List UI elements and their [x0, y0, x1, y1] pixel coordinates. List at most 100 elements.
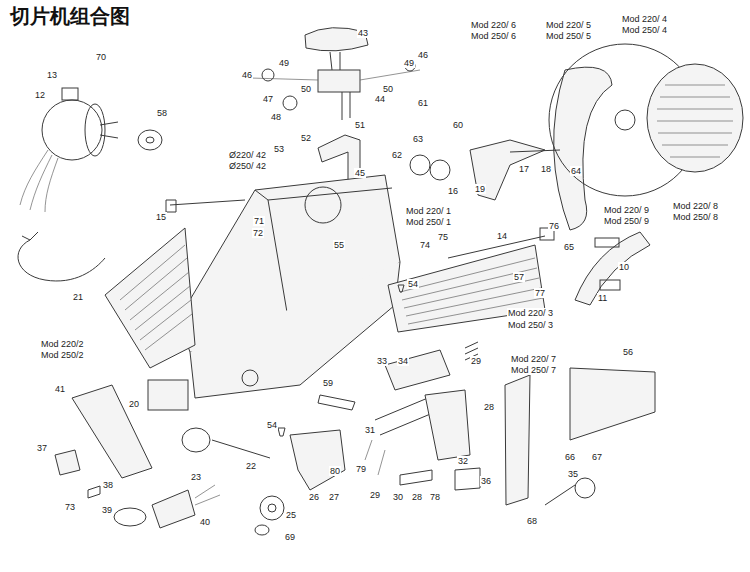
switch-wires — [195, 485, 220, 505]
callout-number: 13 — [46, 70, 58, 80]
callout-number: 54 — [266, 420, 278, 430]
spring — [365, 440, 385, 475]
model-label: Mod 220/ 1 — [405, 206, 452, 216]
callout-number: 77 — [534, 288, 546, 298]
model-label: Mod 220/2 — [40, 339, 85, 349]
callout-number: 78 — [429, 492, 441, 502]
support-bracket — [505, 375, 530, 505]
model-label: Mod 250/ 1 — [405, 217, 452, 227]
callout-number: 61 — [417, 98, 429, 108]
motor-face — [85, 104, 105, 156]
callout-number: 46 — [241, 70, 253, 80]
callout-number: 72 — [252, 228, 264, 238]
callout-number: 66 — [564, 452, 576, 462]
pin — [600, 280, 620, 290]
callout-number: 76 — [548, 221, 560, 231]
callout-number: 55 — [333, 240, 345, 250]
callout-number: 50 — [382, 84, 394, 94]
rod — [170, 200, 245, 205]
callout-number: 69 — [284, 532, 296, 542]
callout-number: 18 — [540, 164, 552, 174]
callout-number: 59 — [322, 378, 334, 388]
callout-number: 71 — [253, 216, 265, 226]
callout-number: 25 — [285, 510, 297, 520]
clip — [455, 468, 480, 490]
callout-number: 26 — [308, 492, 320, 502]
callout-number: 29 — [369, 490, 381, 500]
model-label: Mod 250/ 5 — [545, 31, 592, 41]
callout-number: 53 — [273, 144, 285, 154]
callout-number: 21 — [72, 292, 84, 302]
model-label: Mod 250/ 6 — [470, 31, 517, 41]
gear-wheel — [182, 428, 210, 452]
callout-number: 22 — [245, 461, 257, 471]
callout-number: 15 — [155, 212, 167, 222]
callout-number: 80 — [329, 466, 341, 476]
callout-number: 46 — [417, 50, 429, 60]
callout-number: 44 — [374, 94, 386, 104]
callout-number: 74 — [419, 240, 431, 250]
knob-center — [268, 504, 276, 512]
stone — [262, 69, 274, 81]
cam-bracket — [290, 430, 345, 490]
side-plate — [72, 385, 152, 478]
gear-hole — [146, 137, 154, 143]
switch-box — [148, 380, 188, 410]
cover-slots — [657, 85, 733, 157]
link — [318, 395, 355, 410]
callout-number: 39 — [101, 505, 113, 515]
blade-hub — [615, 110, 635, 130]
blade-cover — [647, 64, 743, 172]
callout-number: 20 — [128, 399, 140, 409]
callout-number: 63 — [412, 134, 424, 144]
callout-number: 56 — [622, 347, 634, 357]
callout-number: 36 — [480, 476, 492, 486]
callout-number: 43 — [357, 28, 369, 38]
callout-number: 70 — [95, 52, 107, 62]
rod-end — [166, 200, 176, 212]
callout-number: 17 — [518, 164, 530, 174]
model-label: Ø220/ 42 — [228, 150, 267, 160]
diagram-title: 切片机组合图 — [10, 4, 130, 28]
callout-number: 37 — [36, 443, 48, 453]
callout-number: 52 — [300, 133, 312, 143]
knob — [260, 496, 284, 520]
callout-number: 73 — [64, 502, 76, 512]
callout-number: 62 — [391, 150, 403, 160]
model-label: Mod 250/ 3 — [507, 320, 554, 330]
callout-number: 30 — [392, 492, 404, 502]
slide-plate — [400, 470, 432, 485]
body-knob — [242, 370, 258, 386]
guide — [425, 390, 470, 460]
model-label: Mod 220/ 8 — [672, 201, 719, 211]
model-label: Mod 220/ 4 — [621, 14, 668, 24]
callout-number: 35 — [567, 469, 579, 479]
foot — [398, 285, 404, 292]
callout-number: 14 — [496, 231, 508, 241]
motor-housing — [42, 100, 102, 160]
washer — [255, 525, 269, 535]
pin — [595, 238, 619, 247]
clip — [88, 486, 100, 498]
callout-number: 28 — [411, 492, 423, 502]
hub-flange — [470, 140, 545, 200]
callout-number: 31 — [364, 425, 376, 435]
motor-wires — [20, 150, 58, 212]
model-label: Mod 220/ 6 — [470, 20, 517, 30]
mounting-plate — [570, 368, 655, 440]
callout-number: 65 — [563, 242, 575, 252]
product-tray — [105, 228, 195, 368]
callout-number: 54 — [407, 279, 419, 289]
rod — [212, 440, 270, 458]
ring — [410, 155, 430, 175]
callout-number: 11 — [597, 293, 608, 303]
callout-number: 51 — [354, 120, 366, 130]
power-cord — [18, 232, 105, 281]
capacitor — [55, 450, 80, 475]
model-label: Mod 250/ 4 — [621, 25, 668, 35]
motor-shaft — [100, 122, 118, 138]
callout-number: 41 — [54, 384, 66, 394]
callout-number: 68 — [526, 516, 538, 526]
blade-hub-opening — [305, 187, 341, 223]
switch-cap — [114, 508, 146, 526]
